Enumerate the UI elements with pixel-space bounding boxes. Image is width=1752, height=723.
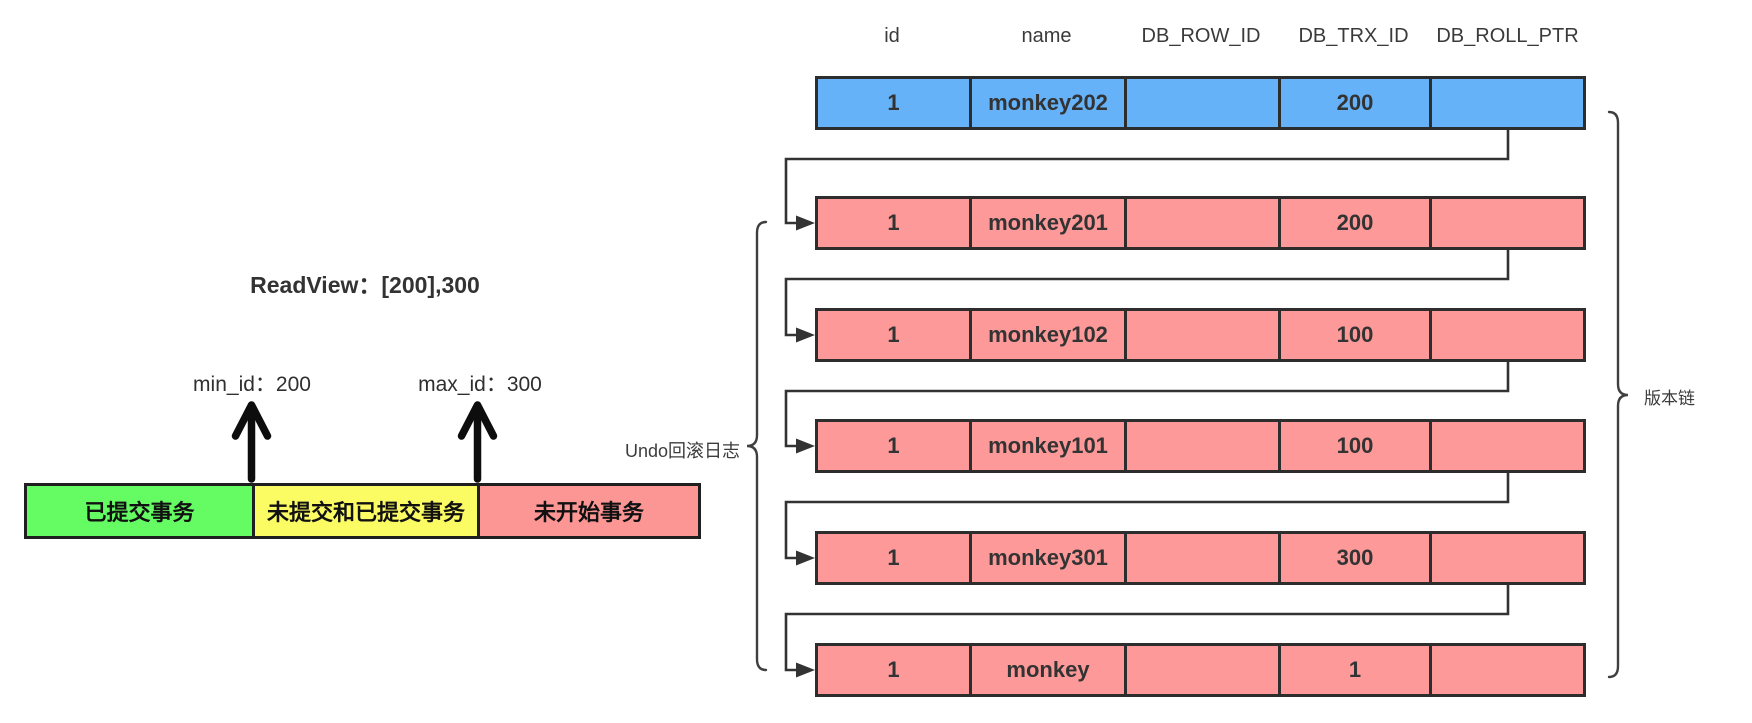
cell-id: 1 xyxy=(815,76,969,130)
connector-arrow-icon xyxy=(796,438,815,454)
undo-log-brace xyxy=(746,220,768,672)
connector-arrow-icon xyxy=(796,215,815,231)
cell-name: monkey201 xyxy=(969,196,1124,250)
version-chain-brace xyxy=(1607,110,1629,679)
cell-name: monkey301 xyxy=(969,531,1124,585)
max-id-up-arrow-icon xyxy=(457,401,498,483)
connector-arrow-icon xyxy=(796,327,815,343)
segment-uncommitted-and-committed: 未提交和已提交事务 xyxy=(252,483,477,539)
column-header-db_row_id: DB_ROW_ID xyxy=(1141,25,1261,47)
min-id-label: min_id：200 xyxy=(193,373,311,396)
cell-db_row_id xyxy=(1124,308,1278,362)
cell-id: 1 xyxy=(815,196,969,250)
min-id-up-arrow-icon xyxy=(231,401,272,483)
cell-name: monkey xyxy=(969,643,1124,697)
cell-id: 1 xyxy=(815,643,969,697)
segment-committed: 已提交事务 xyxy=(24,483,252,539)
cell-db_trx_id: 100 xyxy=(1278,419,1429,473)
cell-db_trx_id: 200 xyxy=(1278,76,1429,130)
cell-db_trx_id: 1 xyxy=(1278,643,1429,697)
cell-name: monkey102 xyxy=(969,308,1124,362)
cell-db_row_id xyxy=(1124,76,1278,130)
transaction-timeline-bar: 已提交事务 未提交和已提交事务 未开始事务 xyxy=(24,483,701,539)
readview-title: ReadView：[200],300 xyxy=(250,272,480,298)
cell-db_trx_id: 300 xyxy=(1278,531,1429,585)
cell-db_roll_ptr xyxy=(1429,308,1586,362)
cell-db_row_id xyxy=(1124,643,1278,697)
cell-db_row_id xyxy=(1124,196,1278,250)
cell-id: 1 xyxy=(815,308,969,362)
connector-arrow-icon xyxy=(796,550,815,566)
cell-db_roll_ptr xyxy=(1429,419,1586,473)
cell-name: monkey202 xyxy=(969,76,1124,130)
cell-db_roll_ptr xyxy=(1429,76,1586,130)
max-id-label: max_id：300 xyxy=(418,373,542,396)
column-header-name: name xyxy=(1021,25,1072,47)
cell-db_roll_ptr xyxy=(1429,531,1586,585)
version-chain-label: 版本链 xyxy=(1644,389,1695,408)
cell-db_row_id xyxy=(1124,419,1278,473)
cell-name: monkey101 xyxy=(969,419,1124,473)
cell-db_roll_ptr xyxy=(1429,196,1586,250)
column-header-id: id xyxy=(884,25,900,47)
cell-id: 1 xyxy=(815,531,969,585)
cell-db_row_id xyxy=(1124,531,1278,585)
connector-arrow-icon xyxy=(796,662,815,678)
cell-id: 1 xyxy=(815,419,969,473)
segment-not-started: 未开始事务 xyxy=(477,483,701,539)
undo-log-label: Undo回滚日志 xyxy=(624,441,740,461)
cell-db_trx_id: 200 xyxy=(1278,196,1429,250)
cell-db_roll_ptr xyxy=(1429,643,1586,697)
cell-db_trx_id: 100 xyxy=(1278,308,1429,362)
column-header-db_trx_id: DB_TRX_ID xyxy=(1298,25,1409,47)
column-header-db_roll_ptr: DB_ROLL_PTR xyxy=(1436,25,1579,47)
